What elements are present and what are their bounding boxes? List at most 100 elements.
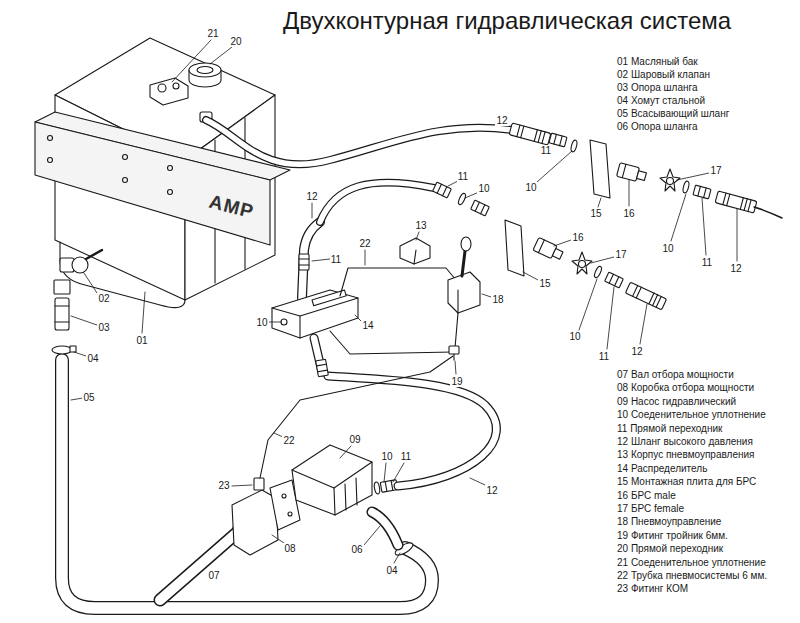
mounting-bracket <box>168 190 173 195</box>
callout-number: 02 <box>97 293 110 304</box>
distributor <box>272 290 358 338</box>
parts-list-item: 11 Прямой переходник <box>617 423 722 435</box>
coupler-row <box>533 237 564 262</box>
leader-line <box>393 463 404 482</box>
callout-number: 08 <box>283 543 296 554</box>
filler-cap <box>189 63 221 87</box>
callout-number: 11 <box>598 351 610 362</box>
callout-number: 12 <box>305 191 318 202</box>
coupler-row <box>754 207 782 218</box>
power-take-off <box>282 494 286 498</box>
callout-number: 09 <box>348 434 361 445</box>
leader-line <box>272 535 284 543</box>
parts-list-item: 04 Хомут стальной <box>617 95 705 107</box>
parts-list-item: 16 БРС male <box>617 490 676 502</box>
parts-list-item: 18 Пневмоуправление <box>617 516 721 528</box>
leader-line <box>448 181 458 186</box>
leader-line <box>470 478 485 485</box>
pressure-hose <box>206 120 512 164</box>
pto-shaft <box>160 530 240 600</box>
mounting-bracket <box>123 155 128 160</box>
filler-cap <box>197 67 213 74</box>
leader-line <box>523 272 538 280</box>
distributor <box>272 254 358 377</box>
parts-list-item: 02 Шаровый клапан <box>617 69 710 81</box>
parts-list-item: 10 Соеденительное уплотнение <box>617 409 766 421</box>
suction-hose <box>62 360 432 608</box>
callout-number: 11 <box>701 257 713 268</box>
parts-list-item: 14 Распределитель <box>617 463 707 475</box>
mounting-bracket <box>48 158 53 163</box>
hydraulic-pump <box>372 512 398 545</box>
pneumatic-housing <box>414 250 416 264</box>
callout-number: 11 <box>540 145 552 156</box>
callout-number: 18 <box>491 294 504 305</box>
coupler-row <box>433 182 667 310</box>
suction-hose <box>62 360 432 608</box>
leader-line <box>74 352 86 356</box>
hose-clamp <box>52 346 72 354</box>
pneumatic-control <box>457 290 458 313</box>
parts-list-item: 15 Монтажная плита для БРС <box>617 476 756 488</box>
parts-list-item: 09 Насос гидравлический <box>617 396 736 408</box>
callout-number: 12 <box>630 346 643 357</box>
callout-number: 16 <box>571 232 584 243</box>
hose-support <box>55 298 69 330</box>
ball-valve <box>54 250 102 294</box>
pto-shaft <box>160 530 240 600</box>
leader-line <box>312 203 313 218</box>
leader-line <box>71 398 83 400</box>
hose-support <box>55 305 69 306</box>
mounting-bracket <box>168 166 173 171</box>
pneumatic-housing <box>400 238 430 264</box>
hydraulic-pump <box>373 482 380 495</box>
callout-number: 11 <box>400 451 412 462</box>
callout-number: 04 <box>385 565 398 576</box>
power-take-off <box>288 512 292 516</box>
callout-number: 10 <box>524 182 537 193</box>
leader-line <box>537 151 572 182</box>
callout-number: 07 <box>207 570 220 581</box>
coupler-row <box>693 185 711 199</box>
callout-number: 22 <box>282 435 295 446</box>
hose-support <box>55 321 69 322</box>
leader-line <box>416 232 419 240</box>
callout-number: 14 <box>361 320 374 331</box>
pneumatic-housing <box>400 238 430 264</box>
callout-number: 03 <box>97 322 110 333</box>
leader-line <box>210 47 232 64</box>
callout-number: 23 <box>217 480 230 491</box>
callout-number: 21 <box>206 28 219 39</box>
tee-fitting <box>453 354 454 360</box>
hose-support <box>55 298 69 330</box>
leader-line <box>365 250 366 265</box>
distributor <box>299 316 300 338</box>
coupler-row <box>509 123 551 145</box>
pressure-hose <box>320 183 434 222</box>
parts-list-item: 07 Вал отбора мощности <box>617 369 734 381</box>
power-take-off <box>232 490 278 555</box>
callout-number: 10 <box>255 317 268 328</box>
leader-line <box>554 240 571 246</box>
callout-number: 20 <box>229 36 242 47</box>
callout-number: 10 <box>380 451 393 462</box>
leader-line <box>364 526 380 545</box>
leader-line <box>629 180 630 206</box>
pressure-hose <box>328 376 496 486</box>
hydraulic-pump <box>292 462 372 488</box>
distributor <box>316 359 329 376</box>
power-take-off <box>254 478 264 490</box>
valve-block <box>150 78 212 122</box>
pneumatic-tube <box>455 313 458 348</box>
coupler-row <box>457 193 467 206</box>
coupler-row <box>625 282 666 310</box>
leader-line <box>269 322 281 323</box>
valve-block <box>158 84 166 92</box>
filler-cap <box>189 63 221 77</box>
valve-block <box>150 78 188 105</box>
callout-number: 15 <box>538 278 551 289</box>
coupler-row <box>682 181 690 194</box>
leader-line <box>455 361 456 374</box>
